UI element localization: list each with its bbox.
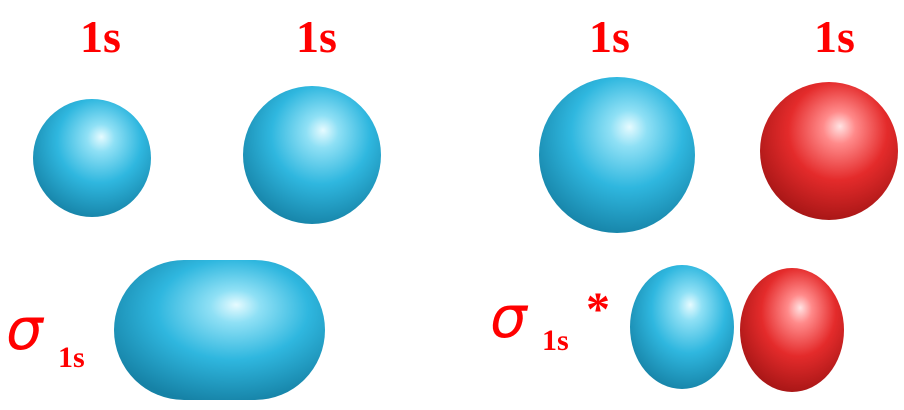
label-1s-right-2: 1s: [814, 14, 855, 60]
sigma-bonding-symbol: σ: [6, 300, 43, 358]
antibonding-lobe-red: [740, 268, 844, 392]
sigma-bonding-subscript: 1s: [58, 343, 85, 373]
atomic-orbital-right-1: [539, 77, 695, 233]
sigma-antibonding-subscript: 1s: [542, 326, 569, 356]
atomic-orbital-right-2: [760, 82, 898, 220]
label-1s-right-1: 1s: [589, 14, 630, 60]
sigma-antibonding-star: *: [586, 286, 610, 334]
bonding-molecular-orbital: [114, 260, 325, 400]
antibonding-lobe-blue: [630, 265, 734, 389]
sigma-antibonding-symbol: σ: [490, 288, 527, 346]
atomic-orbital-left-1: [33, 99, 151, 217]
label-1s-left-2: 1s: [296, 14, 337, 60]
label-1s-left-1: 1s: [80, 14, 121, 60]
atomic-orbital-left-2: [243, 86, 381, 224]
